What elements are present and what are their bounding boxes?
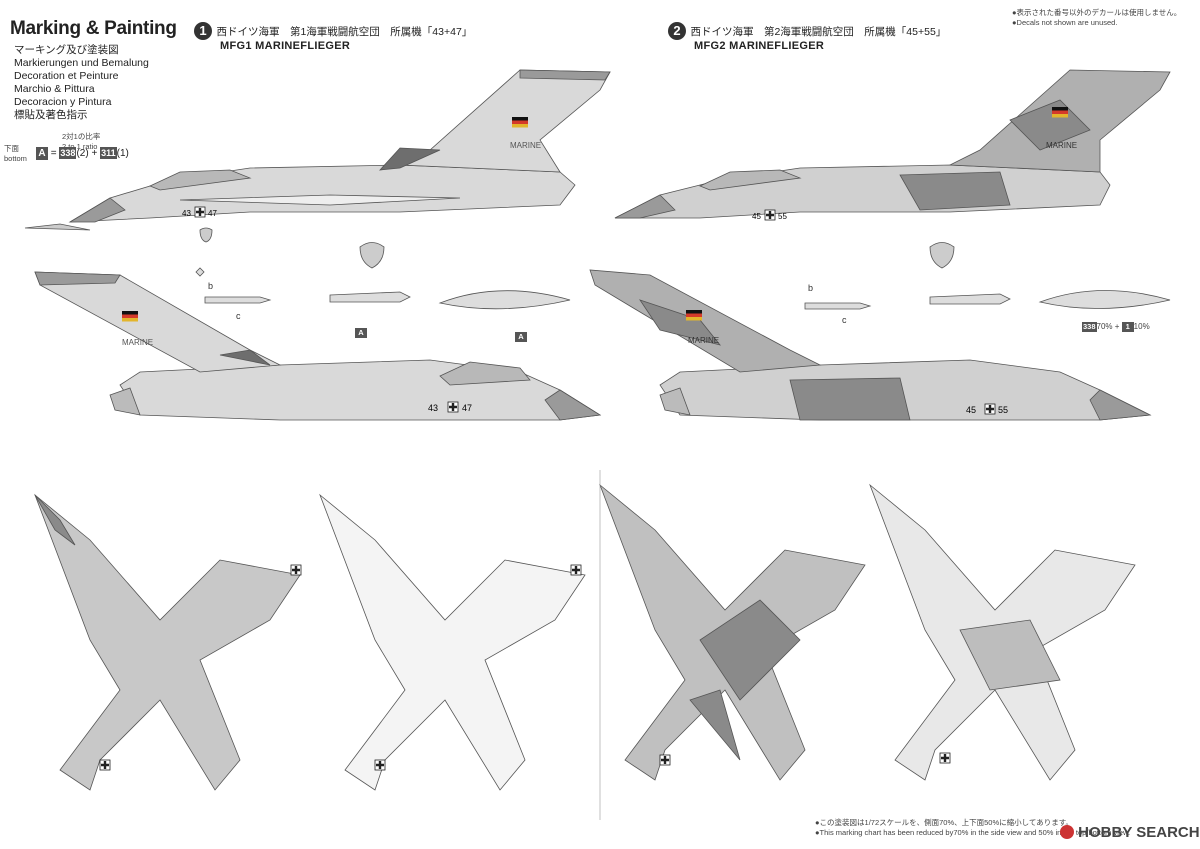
ratio-formula: A = 338(2) + 311(1) <box>36 147 129 160</box>
scheme2-flag-top <box>1052 107 1068 118</box>
ratio-val-1: (1) <box>116 148 129 159</box>
top-note-en: ●Decals not shown are unused. <box>1012 18 1118 27</box>
code-55b: 55 <box>998 405 1008 415</box>
code-45: 45 <box>752 212 761 221</box>
scheme1-flag-top <box>512 117 528 128</box>
store-box-a2: A <box>515 326 527 344</box>
cross-icon <box>764 209 776 221</box>
code-47: 47 <box>208 209 217 218</box>
ratio-val-2: (2) <box>76 148 89 159</box>
code-43: 43 <box>182 209 191 218</box>
cross-icon <box>374 759 386 771</box>
bottom-note-en: ●This marking chart has been reduced by7… <box>815 828 1131 837</box>
ratio-bottom-en: bottom <box>4 154 27 163</box>
scheme1-side-view-left <box>24 69 611 269</box>
store-box-a2-label: A <box>515 332 527 342</box>
subtitle-cn: 標貼及著色指示 <box>14 109 88 121</box>
watermark-text: HOBBY SEARCH <box>1078 824 1200 841</box>
ratio-jp: 2対1の比率 <box>62 132 101 141</box>
ratio-box-338: 338 <box>59 147 77 159</box>
scheme1-header: 1 西ドイツ海軍 第1海軍戦闘航空団 所属機「43+47」 MFG1 MARIN… <box>194 22 472 52</box>
scheme1-number: 1 <box>194 22 212 40</box>
tail-marine-2: MARINE <box>122 338 153 347</box>
scheme1-jp: 西ドイツ海軍 第1海軍戦闘航空団 所属機「43+47」 <box>216 26 473 38</box>
tail-marine-1: MARINE <box>510 141 541 150</box>
planform-1-top <box>34 493 301 791</box>
scheme1-flag-bottom <box>122 311 138 322</box>
code-55: 55 <box>778 212 787 221</box>
cross-icon <box>290 564 302 576</box>
mix-box-338: 338 <box>1082 322 1097 332</box>
ratio-plus: + <box>91 148 98 159</box>
ratio-box-a: A <box>36 147 48 160</box>
mix-pct-10: 10% <box>1133 322 1150 331</box>
cross-icon <box>659 754 671 766</box>
scheme2-jp: 西ドイツ海軍 第2海軍戦闘航空団 所属機「45+55」 <box>690 26 947 38</box>
subtitle-it: Marchio & Pittura <box>14 83 95 95</box>
tail-marine-3: MARINE <box>1046 141 1077 150</box>
top-notes: ●表示された番号以外のデカールは使用しません。 ●Decals not show… <box>1012 8 1181 28</box>
scheme1-side-view-right <box>34 271 602 421</box>
scheme2-flag-bottom <box>686 310 702 321</box>
ratio-eq: = <box>50 148 57 159</box>
scheme2-number: 2 <box>668 22 686 40</box>
top-note-jp: ●表示された番号以外のデカールは使用しません。 <box>1012 8 1182 17</box>
ratio-en: 2 to 1 ratio <box>62 142 98 151</box>
subtitle-de: Markierungen und Bemalung <box>14 57 149 69</box>
ratio-legend: 2対1の比率 2 to 1 ratio <box>62 132 100 152</box>
cross-icon <box>984 403 996 415</box>
tail-marine-4: MARINE <box>688 336 719 345</box>
scheme2-en: MFG2 MARINEFLIEGER <box>694 40 825 52</box>
code-43b: 43 <box>428 403 438 413</box>
store-box-a1: A <box>355 322 367 340</box>
planform-1-bottom <box>319 493 586 791</box>
store-label-b1: b <box>208 281 214 291</box>
cross-icon <box>939 752 951 764</box>
cross-icon <box>194 206 206 218</box>
cross-icon <box>570 564 582 576</box>
subtitle-es: Decoracion y Pintura <box>14 96 112 108</box>
bottom-notes: ●この塗装図は1/72スケールを、側面70%、上下面50%に縮小してあります。 … <box>815 818 1130 838</box>
subtitle-list: マーキング及び塗装図 Markierungen und Bemalung Dec… <box>14 44 149 122</box>
scheme2-side-view-right <box>589 269 1152 421</box>
subtitle-fr: Decoration et Peinture <box>14 70 119 82</box>
cross-icon <box>447 401 459 413</box>
watermark: HOBBY SEARCH <box>1060 824 1200 841</box>
mix-box-1: 1 <box>1121 322 1134 332</box>
store-label-c2: c <box>842 315 847 325</box>
store-box-a1-label: A <box>355 328 367 338</box>
code-45b: 45 <box>966 405 976 415</box>
ratio-box-311: 311 <box>100 147 117 159</box>
scheme2-header: 2 西ドイツ海軍 第2海軍戦闘航空団 所属機「45+55」 MFG2 MARIN… <box>668 22 946 52</box>
page-title: Marking & Painting <box>10 18 177 39</box>
cross-icon <box>99 759 111 771</box>
planform-2-top <box>599 483 866 781</box>
store-label-c1: c <box>236 311 241 321</box>
ratio-bottom-jp: 下面 <box>4 144 19 153</box>
mix-pct-70: 70% <box>1096 322 1113 331</box>
mix-plus: + <box>1114 322 1120 331</box>
scheme2-side-view-left <box>614 69 1171 269</box>
scheme1-en: MFG1 MARINEFLIEGER <box>220 40 351 52</box>
bottom-note-jp: ●この塗装図は1/72スケールを、側面70%、上下面50%に縮小してあります。 <box>815 818 1073 827</box>
subtitle-jp: マーキング及び塗装図 <box>14 44 119 56</box>
scheme1-stores <box>195 267 571 310</box>
code-47b: 47 <box>462 403 472 413</box>
store-label-b2: b <box>808 283 814 293</box>
ratio-bottom: 下面 bottom <box>4 144 27 164</box>
scheme2-stores <box>804 290 1171 310</box>
watermark-logo-icon <box>1060 825 1074 839</box>
planform-2-bottom <box>869 483 1136 781</box>
